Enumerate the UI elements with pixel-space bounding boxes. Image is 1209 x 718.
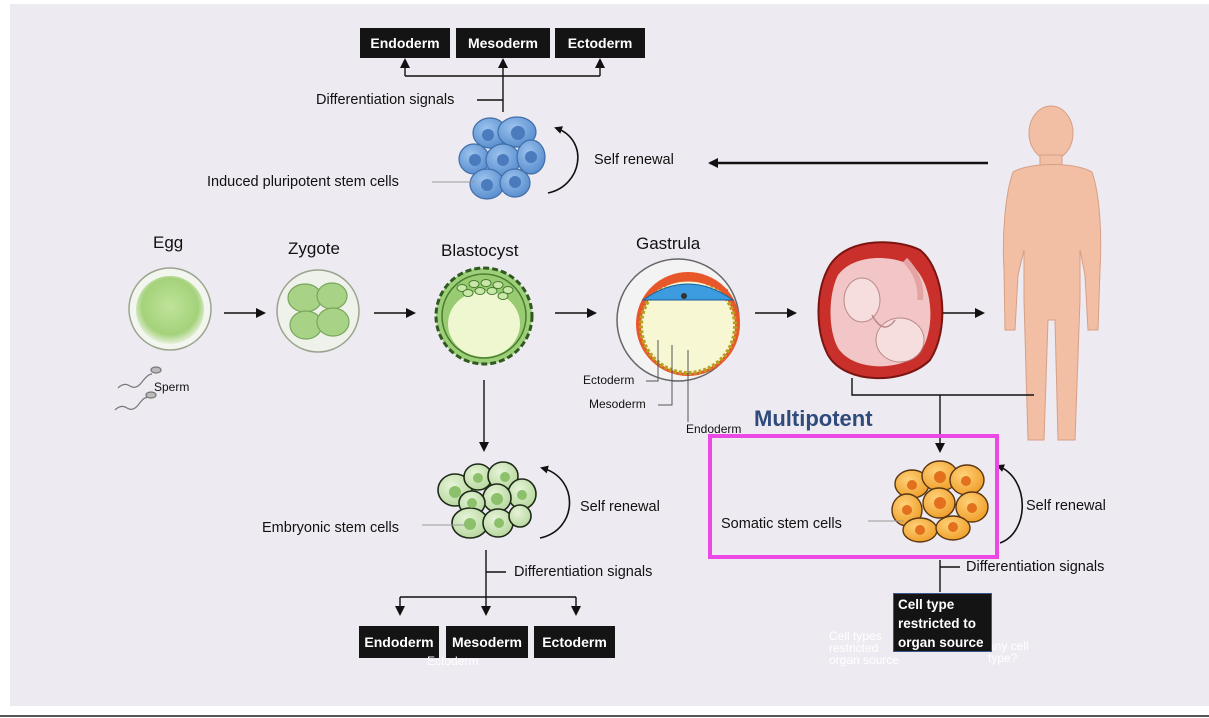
zygote-title: Zygote xyxy=(288,239,340,258)
fetus-illustration xyxy=(817,241,944,380)
gastrula-endoderm-label: Endoderm xyxy=(686,422,742,436)
esc-differentiation-connector xyxy=(395,550,581,616)
bottom-divider xyxy=(0,715,1209,717)
somatic-differentiation-connector xyxy=(939,560,960,592)
blastocyst-title: Blastocyst xyxy=(441,241,519,260)
ghost-cell-types-text: Cell types restricted organ source xyxy=(829,629,900,667)
esc-cluster xyxy=(437,461,537,539)
human-figure-illustration xyxy=(1002,105,1102,441)
gastrula-title: Gastrula xyxy=(636,234,701,253)
somatic-cluster xyxy=(891,460,989,543)
esc-mesoderm-box: Mesoderm xyxy=(446,626,528,658)
somatic-self-renewal-arrow xyxy=(996,464,1023,544)
ipsc-self-renewal-arrow xyxy=(547,126,579,194)
top-mesoderm-box: Mesoderm xyxy=(456,28,550,58)
ipsc-label: Induced pluripotent stem cells xyxy=(207,174,399,190)
esc-self-renewal-arrow xyxy=(539,465,571,539)
top-differentiation-connector xyxy=(400,58,605,112)
multipotent-highlight-box xyxy=(708,434,999,559)
gastrula-mesoderm-label: Mesoderm xyxy=(589,397,646,411)
gastrula-illustration xyxy=(616,258,740,382)
zygote-illustration xyxy=(276,269,360,353)
egg-illustration xyxy=(128,267,212,351)
ipsc-cluster xyxy=(458,116,546,200)
esc-label: Embryonic stem cells xyxy=(262,520,399,536)
gastrula-leader-lines xyxy=(646,340,689,422)
ghost-ectoderm-text: Ectoderm xyxy=(427,654,479,668)
esc-differentiation-label: Differentiation signals xyxy=(514,564,653,580)
top-endoderm-box: Endoderm xyxy=(360,28,450,58)
sperm-label: Sperm xyxy=(154,380,190,394)
somatic-self-renewal-label: Self renewal xyxy=(1026,498,1106,514)
esc-ectoderm-box: Ectoderm xyxy=(534,626,615,658)
esc-endoderm-box: Endoderm xyxy=(359,626,439,658)
esc-self-renewal-label: Self renewal xyxy=(580,499,660,515)
somatic-label: Somatic stem cells xyxy=(721,516,842,532)
sperm-illustration xyxy=(114,366,162,411)
top-ectoderm-box: Ectoderm xyxy=(555,28,645,58)
diagram-background xyxy=(10,4,1209,706)
cell-type-restricted-box: Cell type restricted to organ source xyxy=(893,593,992,652)
ghost-any-cell-type-text: any cell type? xyxy=(988,639,1029,665)
egg-title: Egg xyxy=(153,233,184,252)
gastrula-ectoderm-label: Ectoderm xyxy=(583,373,635,387)
multipotent-title: Multipotent xyxy=(754,406,873,431)
blastocyst-illustration xyxy=(434,266,534,366)
somatic-source-connector xyxy=(851,378,1034,453)
somatic-differentiation-label: Differentiation signals xyxy=(966,559,1105,575)
top-differentiation-label: Differentiation signals xyxy=(316,92,455,108)
ipsc-self-renewal-label: Self renewal xyxy=(594,152,674,168)
